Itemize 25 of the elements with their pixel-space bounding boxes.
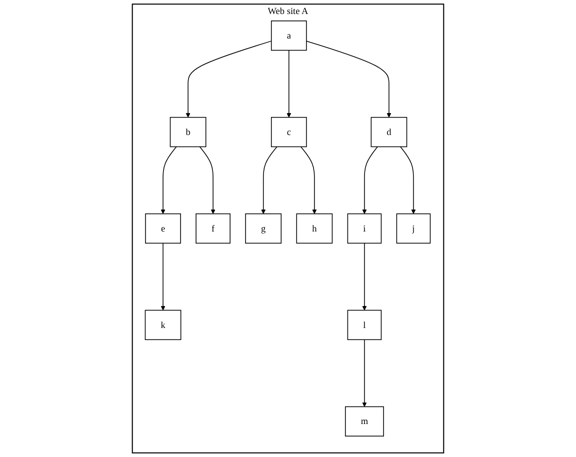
node-box: g [245,213,282,244]
arrow [186,40,272,118]
arrow [160,242,166,310]
node-box: c [270,116,307,148]
arrow [300,146,317,214]
arrow [362,242,367,310]
node-box: a [270,20,307,51]
node-box: i [347,213,382,244]
node-box: h [296,213,333,244]
arrow [160,146,177,214]
arrow [199,146,216,214]
arrow [286,50,292,118]
arrow [362,339,367,407]
arrow [306,40,392,118]
node-box: k [144,310,182,340]
node-box: e [145,213,181,244]
node-box: j [396,213,431,244]
node-box: b [170,116,206,148]
node-box: l [347,310,382,340]
node-box: f [196,213,230,244]
arrow [362,146,378,214]
arrow [261,146,278,214]
node-box: d [370,116,408,148]
arrow [400,146,416,214]
node-box: m [344,406,384,436]
